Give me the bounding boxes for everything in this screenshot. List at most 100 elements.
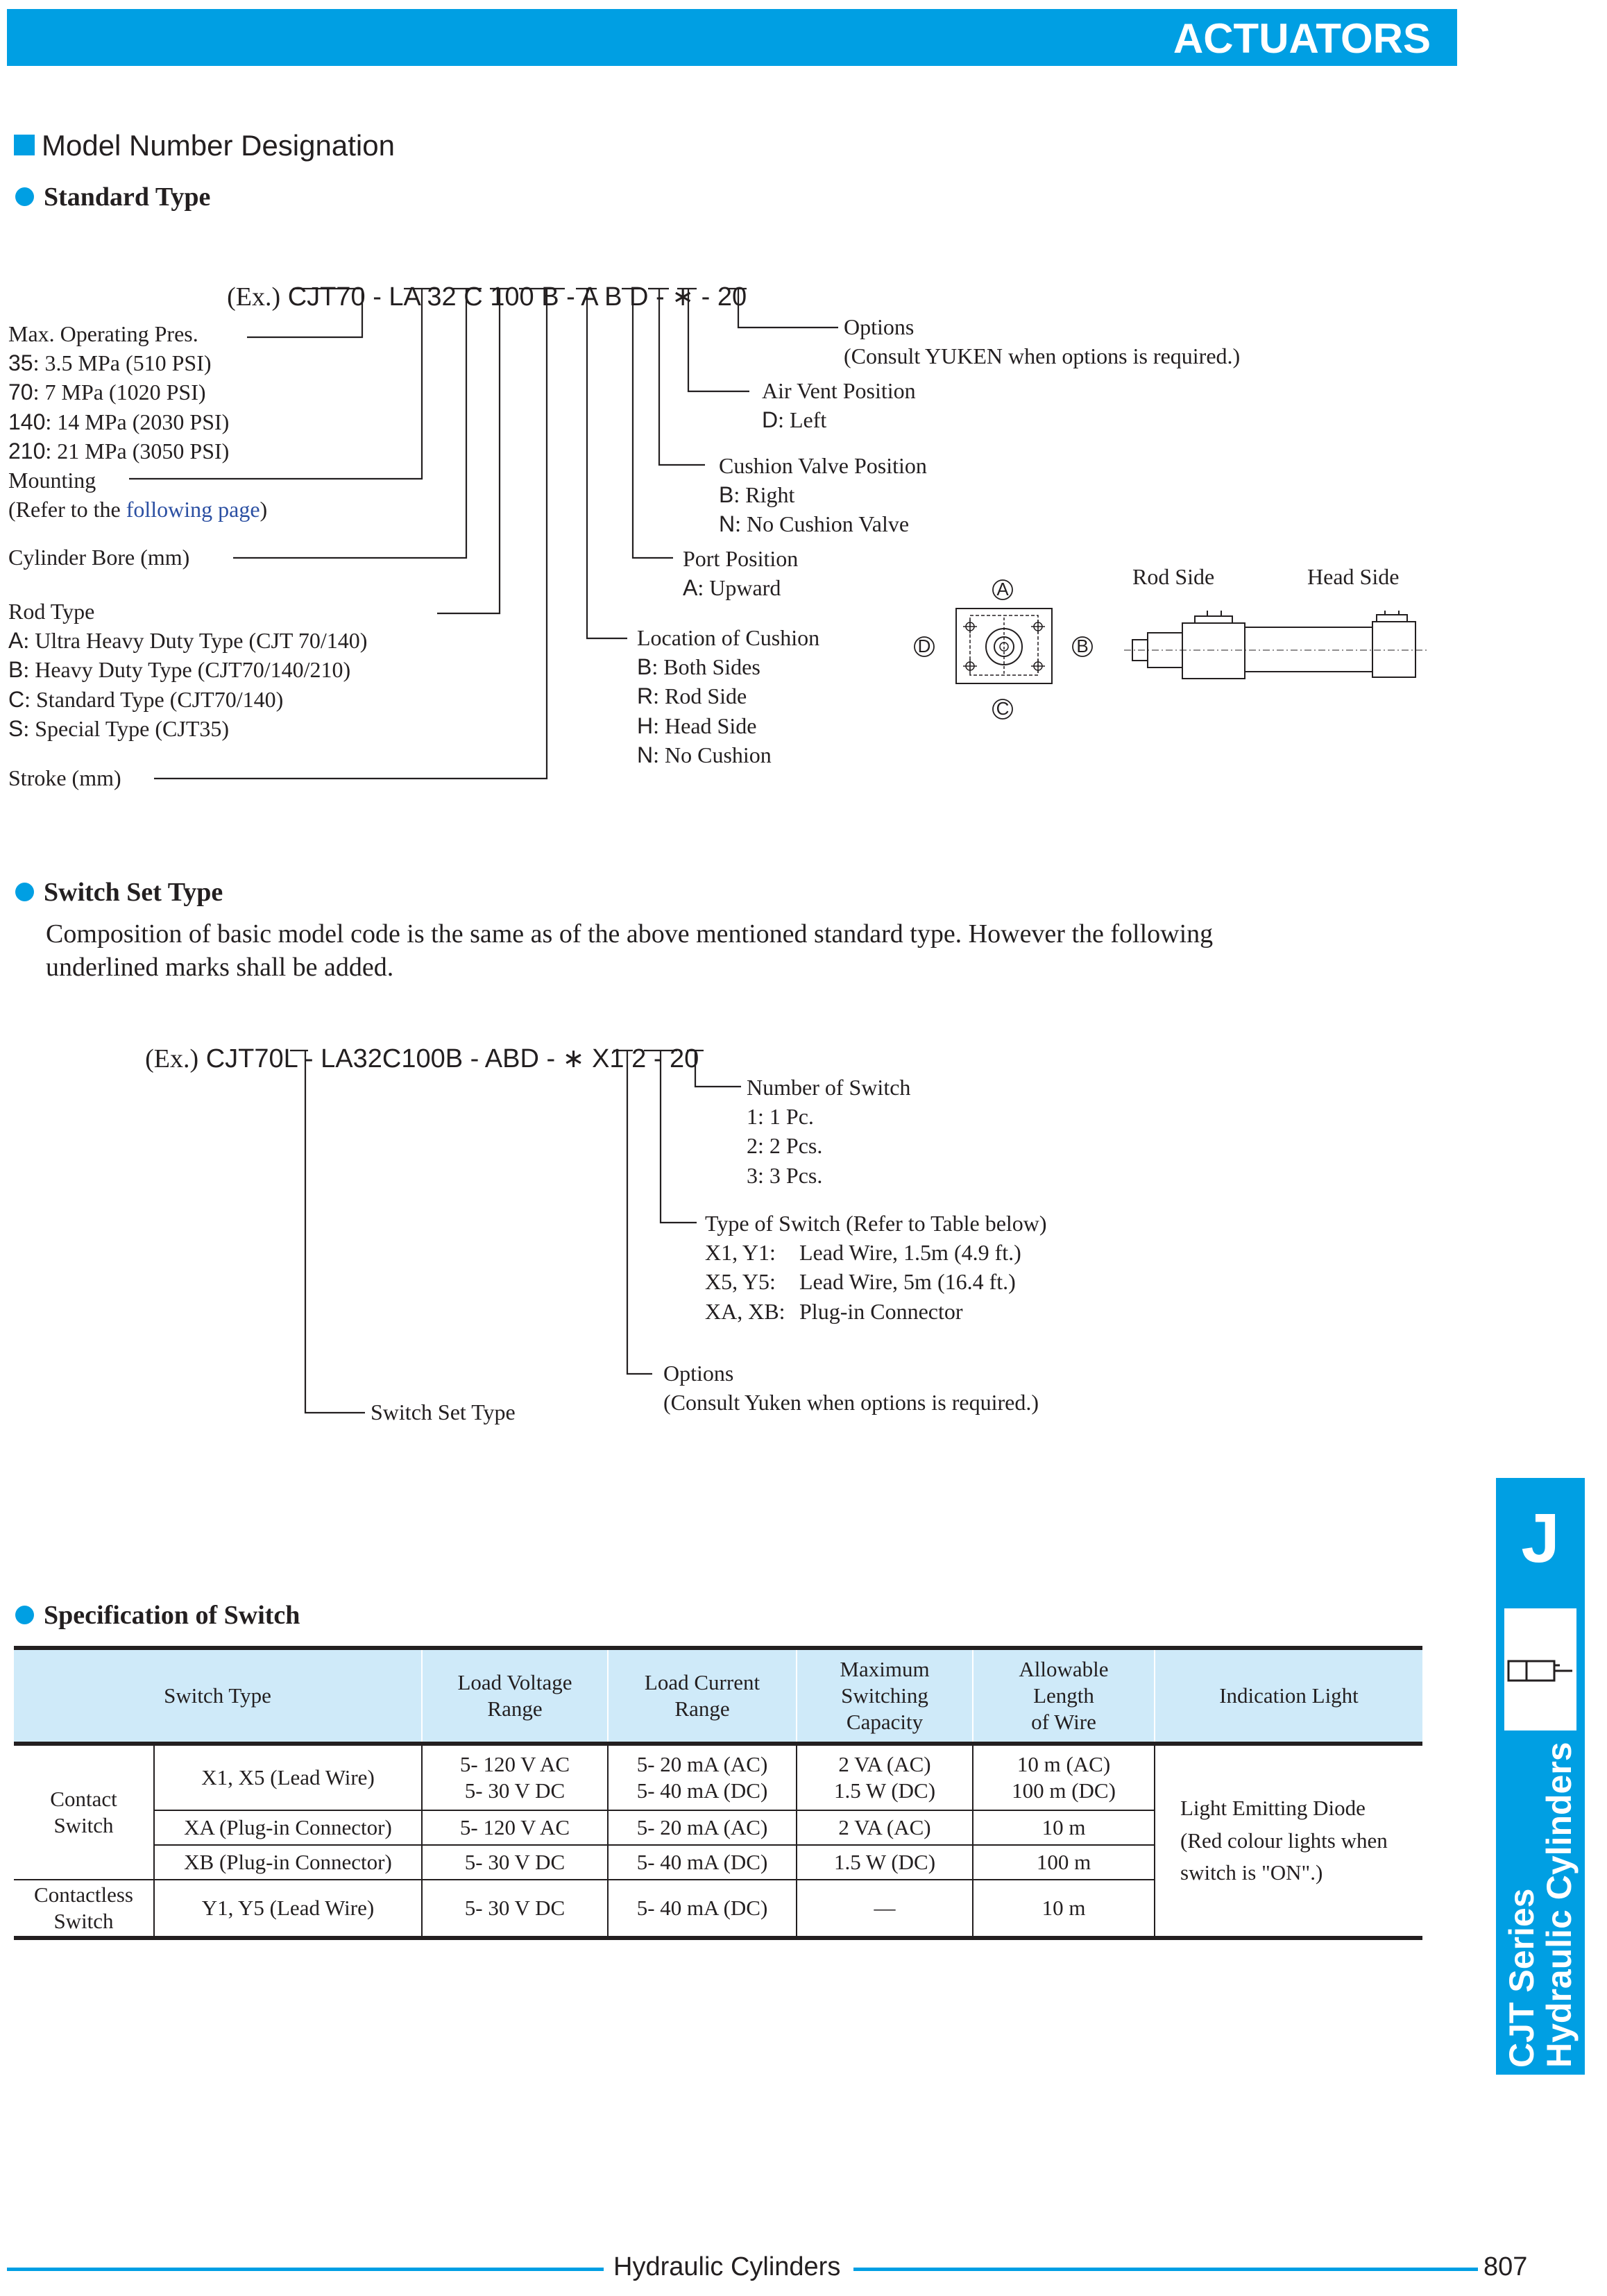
section-title: Model Number Designation [14,129,395,162]
cushion-valve-item: B: Right [719,480,927,509]
cell-capacity: 2 VA (AC)1.5 W (DC) [796,1744,973,1811]
code-part: A [581,282,597,312]
rod-item: A: Ultra Heavy Duty Type (CJT 70/140) [8,626,367,655]
switch-number-item: 2: 2 Pcs. [747,1133,823,1159]
code-part [622,282,629,312]
rod-type-label: Rod Type [8,599,95,624]
cell-current: 5- 20 mA (AC)5- 40 mA (DC) [607,1744,797,1811]
cushion-valve-block: Cushion Valve Position B: Right N: No Cu… [719,451,927,539]
diagram-label-a: A [996,579,1009,599]
cushion-item: B: Both Sides [637,652,819,681]
section-title-text: Model Number Designation [42,129,395,162]
header-light: Indication Light [1154,1646,1422,1746]
following-page-link[interactable]: following page [126,497,260,522]
code: XA, XB: [705,1298,785,1324]
text: : Left [778,407,827,433]
standard-type-title-text: Standard Type [44,182,211,212]
code-part: - [365,282,389,312]
group-line: Contactless [34,1882,133,1907]
switch-number-item: 3: 3 Pcs. [747,1162,823,1188]
switch-type-item: X1, Y1:Lead Wire, 1.5m (4.9 ft.) [705,1238,1047,1267]
switch-options-label: Options [663,1361,734,1386]
header-line: Range [674,1697,730,1721]
code-part: X1 [592,1044,624,1073]
standard-type-title: Standard Type [15,182,210,212]
code: X5, Y5: [705,1269,776,1295]
rod-side-label: Rod Side [1132,564,1215,589]
cushion-valve-item: N: No Cushion Valve [719,509,927,538]
code: B [637,654,652,680]
cushion-item: R: Rod Side [637,681,819,711]
code-part: C [464,282,483,312]
code-part: - LA32C100B - ABD - [297,1044,563,1073]
cell-current: 5- 40 mA (DC) [607,1845,797,1880]
example-prefix: (Ex.) [227,282,281,312]
header-line: Load Current [644,1670,760,1695]
cushion-valve-label: Cushion Valve Position [719,453,927,478]
code: 35 [8,350,33,376]
code-part [457,282,464,312]
switch-number-block: Number of Switch 1: 1 Pc. 2: 2 Pcs. 3: 3… [747,1073,910,1190]
text: : Right [733,482,795,508]
cell-line: 5- 40 mA (DC) [636,1778,768,1803]
header-bar: ACTUATORS [7,9,1457,66]
spec-title-text: Specification of Switch [44,1601,300,1630]
header-line: Load Voltage [457,1670,572,1695]
code: H [637,713,654,738]
header-line: Switching [841,1683,928,1708]
max-pres-block: Max. Operating Pres. 35: 3.5 MPa (510 PS… [8,319,267,525]
code-part: ∗ [562,1044,585,1073]
head-side-label: Head Side [1307,564,1400,589]
switch-set-type-label: Switch Set Type [371,1400,516,1425]
cell-capacity: 2 VA (AC) [796,1810,973,1846]
header-title: ACTUATORS [1173,15,1431,62]
side-tab-line: Hydraulic Cylinders [1540,1742,1579,2068]
code-part: 100 [490,282,534,312]
code: 70 [8,380,33,405]
cell-capacity: — [796,1880,973,1940]
switch-options-block: Options (Consult Yuken when options is r… [663,1359,1039,1417]
text: : Heavy Duty Type (CJT70/140/210) [23,657,351,683]
code: 140 [8,409,46,434]
code-part: ∗ [672,282,695,312]
rod-item: S: Special Type (CJT35) [8,714,367,743]
text: : Upward [697,575,781,601]
cylinder-side-view [1124,611,1429,679]
rod-type-block: Rod Type A: Ultra Heavy Duty Type (CJT 7… [8,597,367,743]
switch-options-note: (Consult Yuken when options is required.… [663,1390,1039,1415]
code-part: - [559,282,581,312]
switch-type-item: XA, XB:Plug-in Connector [705,1297,1047,1326]
cell-type: XB (Plug-in Connector) [153,1845,422,1880]
description-line: Composition of basic model code is the s… [46,919,1214,949]
max-pres-item: 210: 21 MPa (3050 PSI) [8,436,267,466]
code-part: B [541,282,559,312]
code-part: 32 [427,282,457,312]
rod-item: B: Heavy Duty Type (CJT70/140/210) [8,655,367,684]
circle-bullet-icon [15,882,34,901]
header-line: Length [1033,1683,1094,1708]
side-tab[interactable] [1496,1478,1585,2075]
port-item: A: Upward [683,573,798,602]
code-part: L [283,1044,298,1073]
cell-length: 100 m [972,1845,1155,1880]
switch-type-item: X5, Y5:Lead Wire, 5m (16.4 ft.) [705,1267,1047,1296]
cell-line: (Red colour lights when [1180,1828,1388,1853]
example-prefix: (Ex.) [145,1044,199,1073]
options-block: Options (Consult YUKEN when options is r… [844,312,1240,371]
port-label: Port Position [683,546,799,571]
code-part: B [604,282,622,312]
text: : Ultra Heavy Duty Type (CJT 70/140) [23,628,368,654]
cell-line: 100 m (DC) [1012,1778,1116,1803]
code: D [762,407,779,433]
standard-code: (Ex.) CJT70 - LA 32 C 100 B - A B D - ∗ … [212,251,747,312]
code-part: 2 [631,1044,647,1073]
code: 210 [8,438,46,464]
cell-line: 10 m (AC) [1017,1752,1111,1777]
text: ) [260,497,268,522]
text: : No Cushion [653,742,772,767]
header-line: Range [487,1697,543,1721]
air-vent-block: Air Vent Position D: Left [762,376,916,434]
